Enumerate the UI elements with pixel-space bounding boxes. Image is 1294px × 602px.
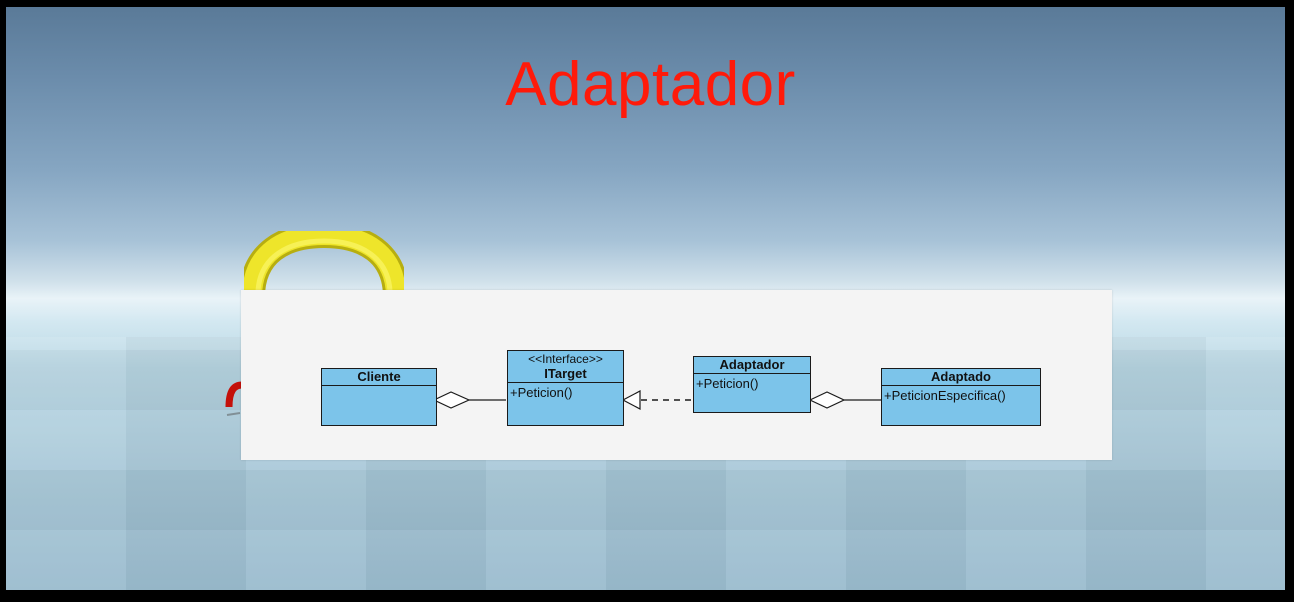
slide-title: Adaptador: [505, 50, 796, 119]
class-operation: +Peticion(): [696, 376, 759, 391]
aggregation-diamond-cliente: [432, 391, 471, 409]
red-arch-object: [225, 381, 243, 416]
class-adaptador: Adaptador +Peticion(): [693, 356, 811, 413]
realization-arrowhead: [621, 390, 641, 410]
class-operation: +Peticion(): [510, 385, 573, 400]
class-name: Adaptado: [882, 369, 1040, 386]
class-stereotype: <<Interface>>: [528, 352, 603, 366]
class-cliente: Cliente: [321, 368, 437, 426]
yellow-torus-object: [244, 231, 404, 298]
class-name: ITarget: [508, 366, 623, 383]
scene-3d-viewport: Adaptador Cliente: [6, 7, 1285, 590]
uml-connectors: [432, 390, 881, 410]
aggregation-diamond-adaptador: [808, 391, 846, 409]
class-itarget: <<Interface>> ITarget +Peticion(): [507, 350, 624, 426]
uml-diagram-panel: Cliente <<Interface>> ITarget +Peticion(…: [241, 290, 1112, 460]
class-operation: +PeticionEspecifica(): [884, 388, 1006, 403]
class-name: Cliente: [322, 369, 436, 386]
class-name: Adaptador: [694, 357, 810, 374]
class-adaptado: Adaptado +PeticionEspecifica(): [881, 368, 1041, 426]
